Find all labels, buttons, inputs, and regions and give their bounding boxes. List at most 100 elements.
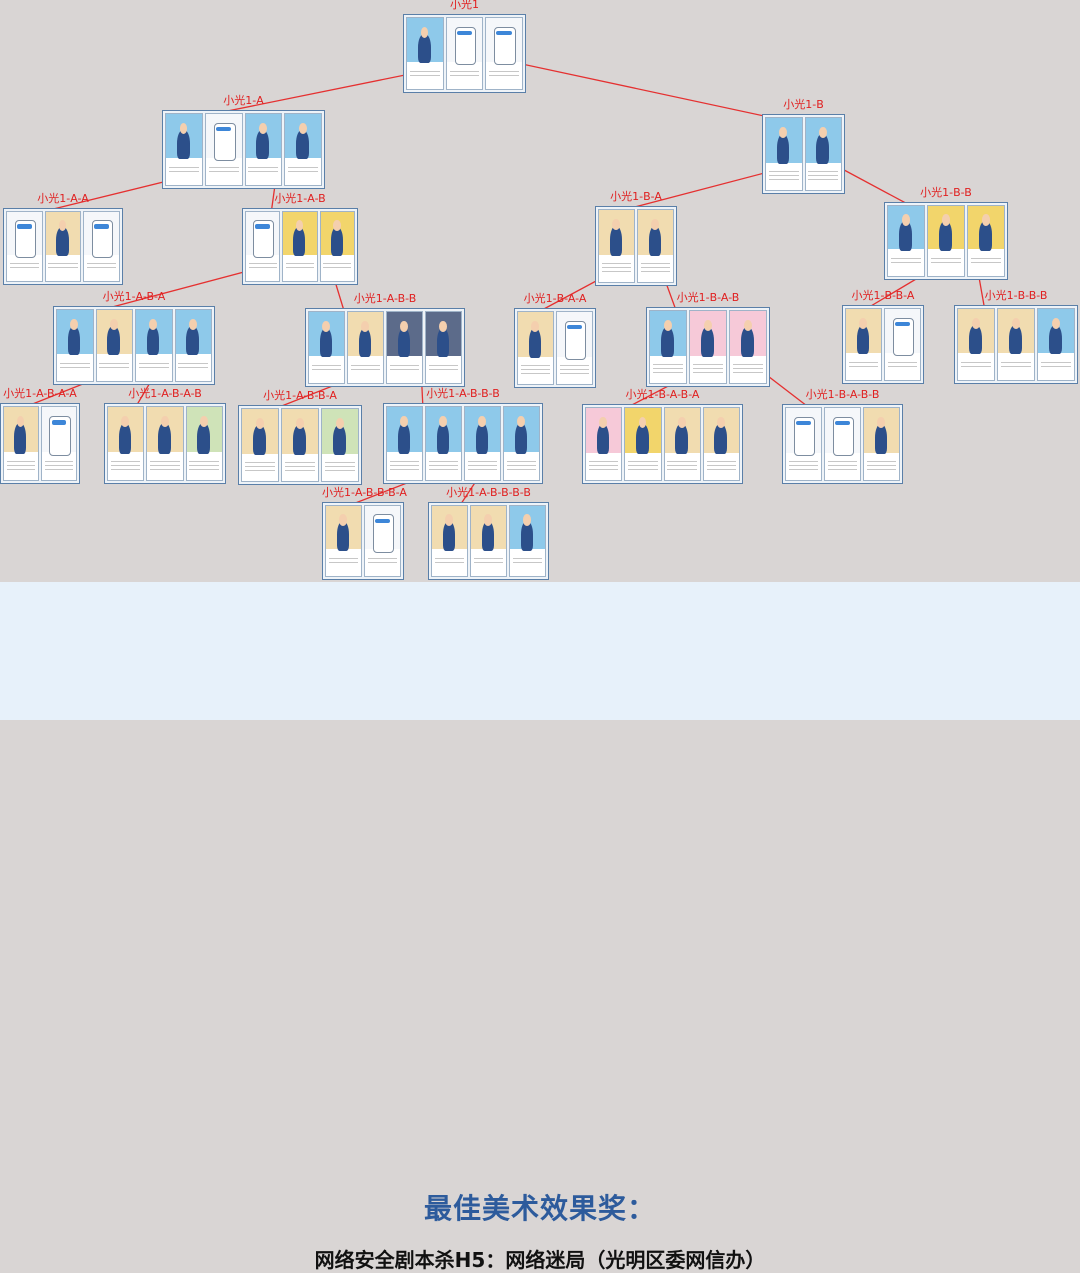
storyboard-strip: [53, 306, 215, 385]
storyboard-strip: [3, 208, 123, 285]
node-label: 小光1-A-B-B: [353, 292, 417, 305]
phone-screen-panel: [884, 308, 921, 381]
node-label: 小光1-A-B-A-B: [128, 387, 202, 400]
comic-panel: [56, 309, 94, 382]
storyboard-strip: [582, 404, 743, 484]
story-node[interactable]: 小光1-B-B: [884, 186, 1008, 280]
node-label: 小光1-A-B: [274, 192, 326, 205]
story-node[interactable]: 小光1-B-B-A: [842, 289, 924, 384]
comic-panel: [503, 406, 540, 481]
node-label: 小光1-A-B-B-A: [263, 389, 337, 402]
story-node[interactable]: 小光1-A-B-B-B-A: [322, 486, 407, 580]
story-node[interactable]: 小光1-A-A: [3, 192, 123, 285]
comic-panel: [689, 310, 727, 384]
comic-panel: [146, 406, 184, 481]
comic-panel: [425, 311, 462, 384]
storyboard-strip: [104, 403, 226, 484]
story-node[interactable]: 小光1-A-B-A-A: [0, 387, 80, 484]
comic-panel: [637, 209, 674, 283]
story-node[interactable]: 小光1-B-A-B-A: [582, 388, 743, 484]
node-label: 小光1-A-B-A-A: [3, 387, 77, 400]
comic-panel: [624, 407, 662, 481]
comic-panel: [107, 406, 145, 481]
story-node[interactable]: 小光1-B-A-A: [514, 292, 596, 388]
story-node[interactable]: 小光1-A-B: [242, 192, 358, 285]
story-node[interactable]: 小光1-A: [162, 94, 325, 189]
story-node[interactable]: 小光1-B-B-B: [954, 289, 1078, 384]
award-title: 最佳美术效果奖：: [423, 1192, 656, 1225]
comic-panel: [244, 113, 283, 186]
comic-panel: [308, 311, 345, 384]
node-label: 小光1-B-A-B: [676, 291, 740, 304]
comic-panel: [1037, 308, 1075, 381]
comic-panel: [863, 407, 900, 481]
story-node[interactable]: 小光1-A-B-B-A: [238, 389, 362, 485]
comic-panel: [470, 505, 507, 577]
comic-panel: [765, 117, 803, 191]
story-node[interactable]: 小光1-A-B-B-B-B: [428, 486, 549, 580]
storyline-tree: 小光1 小光1-A 小光1-B 小光1-A-A 小光1-A-B 小光1-B-A 小光1-B-…: [0, 0, 1080, 582]
story-node[interactable]: 小光1-B-A-B: [646, 291, 770, 387]
comic-panel: [321, 408, 359, 482]
node-label: 小光1-B-B-B: [984, 289, 1048, 302]
caption-band: 最佳美术效果奖： 网络安全剧本杀H5：网络迷局（光明区委网信办）: [0, 582, 1080, 1272]
comic-panel: [804, 117, 842, 191]
storyboard-strip: [383, 403, 543, 484]
phone-screen-panel: [83, 211, 121, 282]
branch-line: [491, 56, 783, 121]
story-node[interactable]: 小光1-A-B-B-B: [383, 387, 543, 484]
storyboard-strip: [162, 110, 325, 189]
storyboard-strip: [842, 305, 924, 384]
story-node[interactable]: 小光1-A-B-B: [305, 292, 465, 387]
comic-panel: [386, 311, 423, 384]
comic-panel: [997, 308, 1035, 381]
comic-panel: [284, 113, 322, 186]
comic-panel: [702, 407, 740, 481]
story-node[interactable]: 小光1: [403, 0, 526, 93]
comic-panel: [386, 406, 423, 481]
comic-panel: [585, 407, 623, 481]
comic-panel: [241, 408, 279, 482]
phone-screen-panel: [41, 406, 77, 481]
story-node[interactable]: 小光1-A-B-A-B: [104, 387, 226, 484]
storyboard-strip: [403, 14, 526, 93]
comic-panel: [347, 311, 384, 384]
node-label: 小光1: [450, 0, 479, 11]
comic-panel: [406, 17, 444, 90]
comic-panel: [165, 113, 203, 186]
comic-panel: [649, 310, 687, 384]
comic-panel: [431, 505, 468, 577]
story-node[interactable]: 小光1-B-A: [595, 190, 677, 286]
work-title: 网络安全剧本杀H5：网络迷局（光明区委网信办）: [314, 1248, 766, 1272]
story-node[interactable]: 小光1-B-A-B-B: [782, 388, 903, 484]
node-label: 小光1-A-A: [37, 192, 89, 205]
comic-panel: [509, 505, 546, 577]
node-label: 小光1-B-A: [610, 190, 662, 203]
comic-panel: [927, 205, 965, 277]
phone-screen-panel: [364, 505, 401, 577]
phone-screen-panel: [824, 407, 861, 481]
story-node[interactable]: 小光1-B: [762, 98, 845, 194]
storyboard-strip: [884, 202, 1008, 280]
phone-screen-panel: [445, 17, 484, 90]
phone-screen-panel: [204, 113, 243, 186]
phone-screen-panel: [785, 407, 822, 481]
node-label: 小光1-B-A-B-B: [805, 388, 880, 401]
comic-panel: [425, 406, 462, 481]
node-label: 小光1-A-B-B-B-B: [446, 486, 531, 499]
comic-panel: [3, 406, 39, 481]
storyboard-strip: [954, 305, 1078, 384]
comic-panel: [319, 211, 355, 282]
comic-panel: [887, 205, 925, 277]
phone-screen-panel: [6, 211, 43, 282]
comic-panel: [517, 311, 554, 385]
comic-panel: [95, 309, 133, 382]
comic-panel: [174, 309, 212, 382]
storyboard-strip: [322, 502, 404, 580]
story-node[interactable]: 小光1-A-B-A: [53, 290, 215, 385]
node-label: 小光1-A-B-A: [102, 290, 166, 303]
phone-screen-panel: [556, 311, 593, 385]
node-label: 小光1-A: [223, 94, 264, 107]
node-label: 小光1-B-B: [920, 186, 972, 199]
storyboard-strip: [762, 114, 845, 194]
